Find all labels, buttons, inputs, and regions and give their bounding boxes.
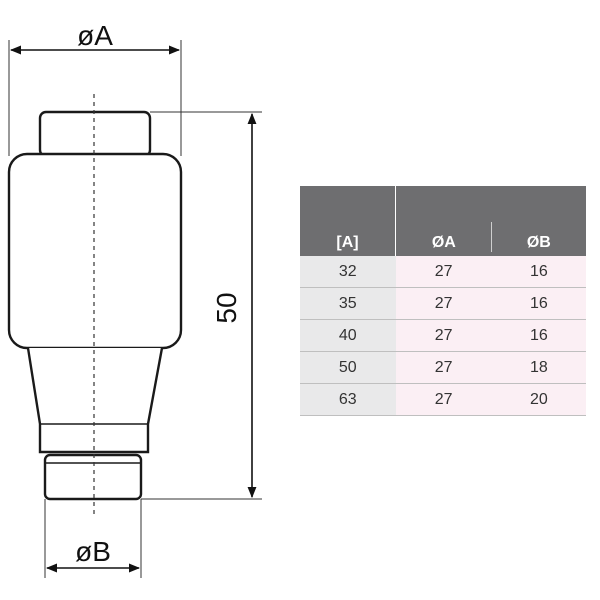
- cell-dia-a: 27: [395, 287, 492, 320]
- specification-table: [A] ØA ØB 32 27 16 35 27 16 40 27 16 50 …: [300, 186, 586, 416]
- table-row: 50 27 18: [300, 351, 586, 384]
- cell-dia-b: 16: [491, 256, 586, 288]
- cell-current: 40: [300, 319, 396, 352]
- table-header-row: [A] ØA ØB: [300, 186, 586, 256]
- cell-dia-b: 18: [491, 351, 586, 384]
- dim-a-label: øA: [77, 20, 113, 51]
- fuse-top-cap: [38, 110, 152, 158]
- cell-dia-a: 27: [395, 256, 492, 288]
- cell-current: 63: [300, 383, 396, 416]
- table-row: 63 27 20: [300, 383, 586, 416]
- header-dia-b: ØB: [491, 186, 586, 256]
- cell-dia-a: 27: [395, 383, 492, 416]
- cell-current: 50: [300, 351, 396, 384]
- header-current: [A]: [300, 186, 396, 256]
- table-row: 35 27 16: [300, 287, 586, 320]
- cell-current: 35: [300, 287, 396, 320]
- dim-b-label: øB: [75, 536, 111, 567]
- table-row: 32 27 16: [300, 256, 586, 288]
- header-dia-a: ØA: [395, 186, 492, 256]
- fuse-taper: [26, 347, 164, 454]
- fuse-bottom-contact: [43, 453, 143, 501]
- table-row: 40 27 16: [300, 319, 586, 352]
- cell-dia-b: 16: [491, 287, 586, 320]
- cell-dia-a: 27: [395, 319, 492, 352]
- cell-dia-a: 27: [395, 351, 492, 384]
- cell-dia-b: 16: [491, 319, 586, 352]
- cell-dia-b: 20: [491, 383, 586, 416]
- height-label: 50: [211, 292, 242, 323]
- fuse-body: [7, 152, 183, 350]
- cell-current: 32: [300, 256, 396, 288]
